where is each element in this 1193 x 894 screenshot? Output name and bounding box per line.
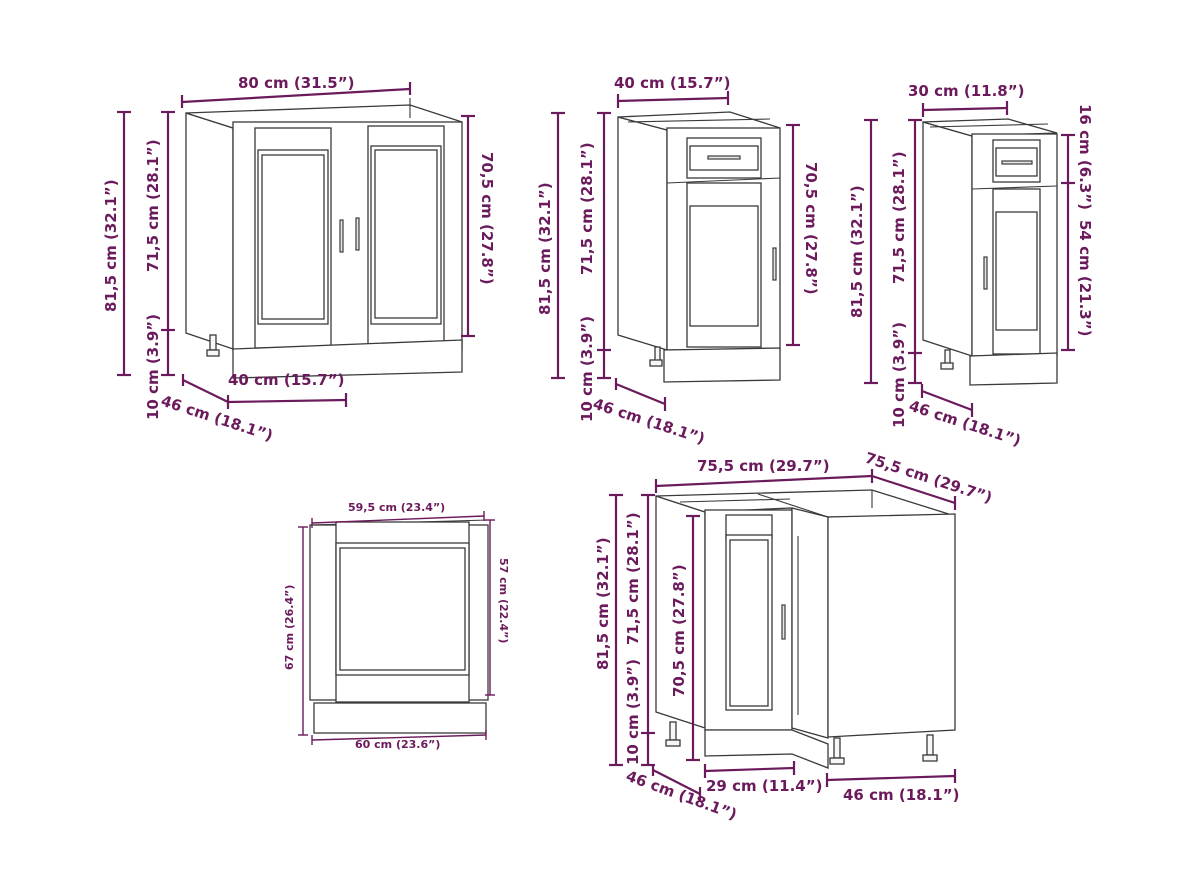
- corner-body-height-label: 71,5 cm (28.1”): [624, 512, 642, 645]
- drawer30-drawer-height-label: 16 cm (6.3”): [1076, 104, 1094, 210]
- corner-base-cabinet: [655, 489, 956, 769]
- drawer40-total-height-label: 81,5 cm (32.1”): [536, 182, 554, 315]
- corner-depth-label: 46 cm (18.1”): [624, 767, 740, 824]
- sink-width-label: 80 cm (31.5”): [238, 74, 354, 92]
- corner-side-depth-label: 46 cm (18.1”): [843, 786, 959, 804]
- drawer30-door-height-label: 54 cm (21.3”): [1076, 220, 1094, 336]
- drawer30-body-height-label: 71,5 cm (28.1”): [890, 151, 908, 284]
- drawer30-depth-label: 46 cm (18.1”): [907, 397, 1023, 450]
- sink-base-cabinet: [185, 98, 463, 379]
- panel-top-width-label: 59,5 cm (23.4”): [348, 501, 445, 514]
- panel-door-height-label: 57 cm (22.4”): [497, 558, 510, 643]
- sink-plinth-depth-label: 40 cm (15.7”): [228, 371, 344, 389]
- drawer40-width-label: 40 cm (15.7”): [614, 74, 730, 92]
- panel-bottom-width-label: 60 cm (23.6”): [355, 738, 440, 751]
- corner-front-width-label: 75,5 cm (29.7”): [697, 457, 830, 475]
- sink-base-dimensions: [117, 82, 475, 409]
- sink-plinth-height-label: 10 cm (3.9”): [144, 314, 162, 420]
- drawer30-plinth-height-label: 10 cm (3.9”): [890, 322, 908, 428]
- drawer-base-40-cabinet: [617, 111, 781, 383]
- drawer40-depth-label: 46 cm (18.1”): [591, 395, 707, 448]
- corner-plinth-height-label: 10 cm (3.9”): [624, 659, 642, 765]
- sink-body-height-label: 71,5 cm (28.1”): [144, 139, 162, 272]
- drawer40-body-height-label: 71,5 cm (28.1”): [578, 142, 596, 275]
- corner-total-height-label: 81,5 cm (32.1”): [594, 537, 612, 670]
- drawer-base-30-cabinet: [922, 118, 1058, 386]
- dishwasher-panel-dimensions: [298, 511, 495, 745]
- drawer30-total-height-label: 81,5 cm (32.1”): [848, 185, 866, 318]
- sink-depth-label: 46 cm (18.1”): [159, 392, 275, 445]
- corner-door-height-label: 70,5 cm (27.8”): [670, 564, 688, 697]
- corner-base-dimensions: [609, 469, 957, 801]
- drawer40-door-height-label: 70,5 cm (27.8”): [802, 162, 820, 295]
- drawer30-width-label: 30 cm (11.8”): [908, 82, 1024, 100]
- dishwasher-panel: [309, 519, 489, 734]
- drawer-base-30-dimensions: [864, 101, 1075, 417]
- sink-total-height-label: 81,5 cm (32.1”): [102, 179, 120, 312]
- sink-door-height-label: 70,5 cm (27.8”): [478, 152, 496, 285]
- drawer40-plinth-height-label: 10 cm (3.9”): [578, 316, 596, 422]
- corner-door-width-label: 29 cm (11.4”): [706, 777, 822, 795]
- drawer-base-40-dimensions: [551, 91, 800, 411]
- panel-total-height-label: 67 cm (26.4”): [283, 585, 296, 670]
